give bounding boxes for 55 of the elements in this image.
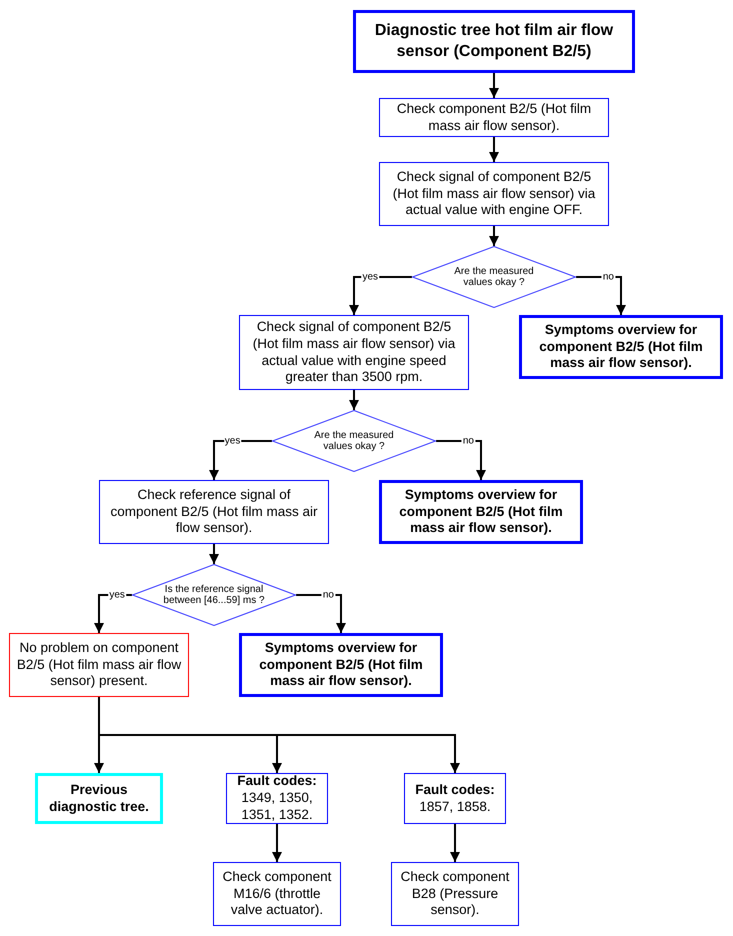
step-box bbox=[239, 315, 469, 390]
arrow bbox=[450, 824, 460, 862]
fault-code-heading: Fault codes: bbox=[237, 773, 317, 790]
symptoms-box bbox=[239, 633, 443, 697]
decision-diamond bbox=[272, 410, 436, 472]
step-box bbox=[99, 480, 329, 544]
arrow bbox=[489, 137, 499, 162]
edge-label: no bbox=[322, 590, 335, 600]
edge-label: yes bbox=[224, 436, 242, 446]
step-text: Check signal of component B2/5 (Hot film mass air flow sensor) via actual value with engine speed greater than 3500 rpm. bbox=[252, 318, 456, 386]
fault-code-box bbox=[404, 773, 506, 824]
fault-code-box bbox=[226, 773, 328, 824]
decision-diamond bbox=[132, 564, 296, 626]
step-box bbox=[213, 862, 341, 926]
result-box bbox=[9, 633, 189, 697]
step-text: Check component B2/5 (Hot film mass air flow sensor). bbox=[396, 100, 592, 134]
question-text: Is the reference signal between [46...59] ms ? bbox=[162, 584, 266, 606]
arrow bbox=[489, 226, 499, 246]
question-text: Are the measured values okay ? bbox=[453, 266, 535, 288]
edge-label: yes bbox=[361, 272, 380, 282]
arrow bbox=[272, 824, 282, 862]
question-text: Are the measured values okay ? bbox=[313, 430, 395, 452]
arrow bbox=[209, 440, 272, 480]
fault-code-heading: Fault codes: bbox=[415, 782, 495, 798]
step-box bbox=[379, 98, 609, 137]
symptoms-text: Symptoms overview for component B2/5 (Hot film mass air flow sensor). bbox=[398, 486, 564, 538]
decision-diamond bbox=[412, 246, 576, 308]
arrow bbox=[296, 594, 346, 633]
heading-box bbox=[353, 10, 635, 73]
arrow bbox=[349, 276, 412, 315]
symptoms-box bbox=[519, 315, 723, 379]
arrow bbox=[576, 276, 626, 315]
result-text: No problem on component B2/5 (Hot film mass air flow sensor) present. bbox=[16, 640, 182, 690]
arrow bbox=[209, 544, 219, 564]
arrow bbox=[349, 390, 359, 410]
step-text: Check reference signal of component B2/5 (Hot film mass air flow sensor). bbox=[109, 486, 319, 538]
step-box bbox=[379, 162, 609, 226]
fault-code-list: 1857, 1858. bbox=[419, 798, 491, 816]
edge-label: yes bbox=[108, 590, 126, 600]
arrow bbox=[489, 73, 499, 98]
link-text: Previous diagnostic tree. bbox=[48, 782, 150, 816]
link-box bbox=[35, 773, 163, 824]
symptoms-box bbox=[379, 480, 583, 544]
symptoms-text: Symptoms overview for component B2/5 (Hot film mass air flow sensor). bbox=[538, 322, 704, 372]
edge-label: no bbox=[462, 436, 475, 446]
step-text: Check component M16/6 (throttle valve actuator). bbox=[222, 868, 332, 920]
heading-text: Diagnostic tree hot film air flow sensor (Component B2/5) bbox=[374, 20, 614, 62]
fault-code-list: 1349, 1350, 1351, 1352. bbox=[231, 790, 323, 824]
step-text: Check signal of component B2/5 (Hot film mass air flow sensor) via actual value with engine OFF. bbox=[392, 168, 596, 220]
step-text: Check component B28 (Pressure sensor). bbox=[400, 868, 510, 920]
arrow bbox=[94, 594, 132, 633]
step-box bbox=[391, 862, 519, 926]
symptoms-text: Symptoms overview for component B2/5 (Hot film mass air flow sensor). bbox=[258, 640, 424, 690]
edge-label: no bbox=[602, 272, 615, 282]
arrow bbox=[436, 440, 486, 480]
